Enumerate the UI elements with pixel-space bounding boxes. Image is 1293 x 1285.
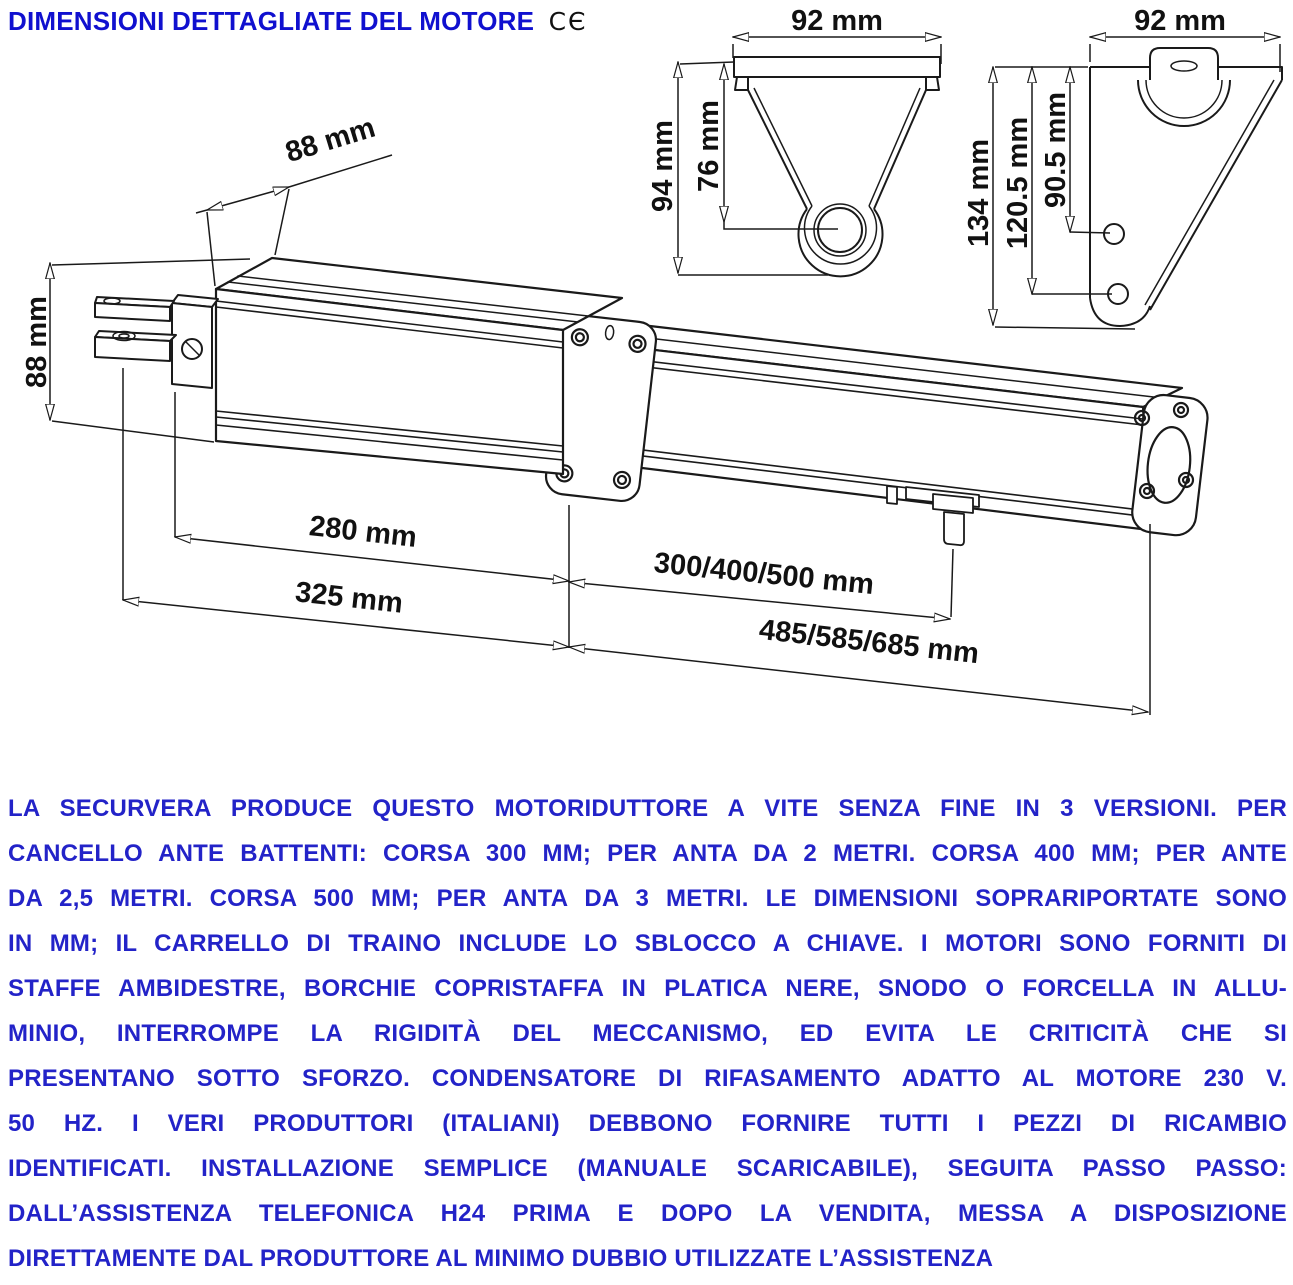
carriage-pin xyxy=(886,485,980,547)
fork-clevis xyxy=(94,296,177,362)
paragraph-line: 50 HZ. I VERI PRODUTTORI (ITALIANI) DEBB… xyxy=(8,1110,1287,1137)
paragraph-line: DALL’ASSISTENZA TELEFONICA H24 PRIMA E D… xyxy=(8,1200,1287,1227)
dim-label-rail-length-options: 485/585/685 mm xyxy=(757,614,980,670)
dim-label-rear-bracket-height: 134 mm xyxy=(963,139,995,247)
dim-label-rear-bracket-width: 92 mm xyxy=(1134,5,1226,37)
rail-end-cap xyxy=(1131,393,1209,537)
paragraph-line: MINIO, INTERROMPE LA RIGIDITÀ DEL MECCAN… xyxy=(8,1020,1287,1047)
paragraph-line: PRESENTANO SOTTO SFORZO. CONDENSATORE DI… xyxy=(8,1065,1287,1092)
dim-label-rear-bracket-upper-hole: 90.5 mm xyxy=(1040,92,1072,208)
ce-mark-icon: CЄ xyxy=(548,7,588,36)
title-bar: DIMENSIONI DETTAGLIATE DEL MOTORE CЄ xyxy=(8,6,588,37)
rear-bracket-drawing xyxy=(1089,47,1283,327)
dim-label-overall-rear-length: 325 mm xyxy=(294,576,405,619)
description-paragraph: LA SECURVERA PRODUCE QUESTO MOTORIDUTTOR… xyxy=(8,786,1287,1281)
rear-block xyxy=(171,294,219,389)
dim-label-motor-top-width: 88 mm xyxy=(282,112,379,169)
dim-label-motor-height: 88 mm xyxy=(21,296,53,388)
paragraph-line: STAFFE AMBIDESTRE, BORCHIE COPRISTAFFA I… xyxy=(8,975,1287,1002)
front-bracket-drawing xyxy=(733,56,941,278)
paragraph-line: IN MM; IL CARRELLO DI TRAINO INCLUDE LO … xyxy=(8,930,1287,957)
dim-label-front-bracket-width: 92 mm xyxy=(791,5,883,37)
paragraph-line: DIRETTAMENTE DAL PRODUTTORE AL MINIMO DU… xyxy=(8,1245,994,1272)
actuator-rail xyxy=(610,324,1209,547)
paragraph-line: DA 2,5 METRI. CORSA 500 MM; PER ANTA DA … xyxy=(8,885,1287,912)
dim-label-front-bracket-height: 94 mm xyxy=(647,120,679,212)
dim-label-gearbox-length: 280 mm xyxy=(308,510,419,554)
page-title: DIMENSIONI DETTAGLIATE DEL MOTORE xyxy=(8,6,535,36)
dim-label-front-bracket-hole: 76 mm xyxy=(693,100,725,192)
paragraph-line: IDENTIFICATI. INSTALLAZIONE SEMPLICE (MA… xyxy=(8,1155,1287,1182)
dimension-lines xyxy=(50,37,1280,715)
technical-drawing: 88 mm 88 mm 280 mm 325 mm 300/400/500 mm… xyxy=(21,5,1283,785)
paragraph-line: LA SECURVERA PRODUCE QUESTO MOTORIDUTTOR… xyxy=(8,795,1287,822)
motor-body xyxy=(214,256,624,476)
paragraph-line: CANCELLO ANTE BATTENTI: CORSA 300 MM; PE… xyxy=(8,840,1287,867)
dim-label-rear-bracket-lower-hole: 120.5 mm xyxy=(1002,117,1034,249)
actuator-drawing xyxy=(94,256,1209,547)
